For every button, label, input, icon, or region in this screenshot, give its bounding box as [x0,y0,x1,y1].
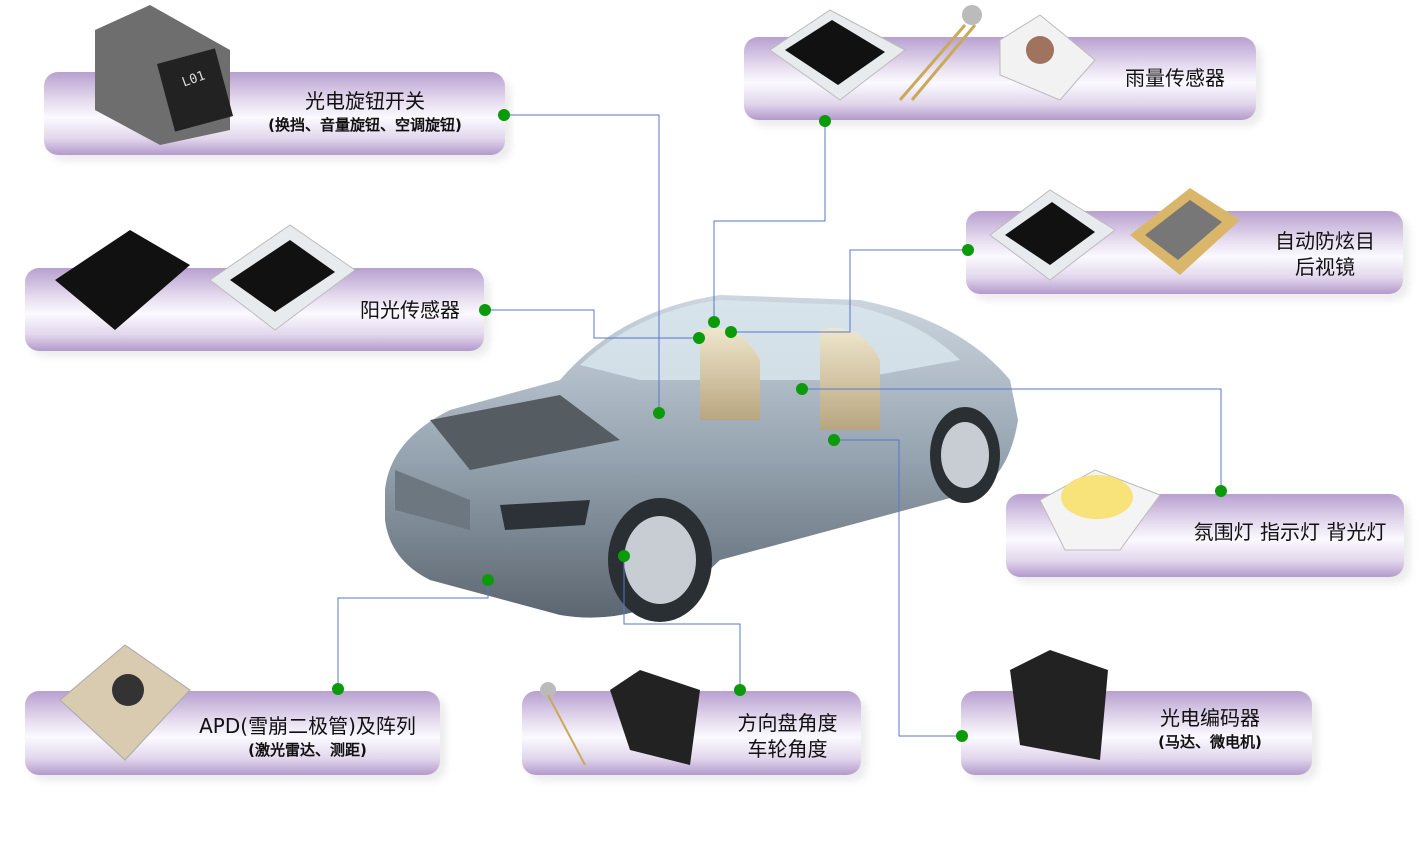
steering-sensor-component-images [540,670,700,766]
label-rotary-switch: 光电旋钮开关 (换挡、音量旋钮、空调旋钮) [230,88,500,136]
lighting-title: 氛围灯 指示灯 背光灯 [1193,520,1387,544]
sun-sensor-component-images [55,224,356,331]
label-mirror: 自动防炫目 后视镜 [1255,228,1395,280]
steering-title: 方向盘角度 [737,711,838,735]
encoder-component-image [1010,650,1108,760]
apd-title: APD(雪崩二极管)及阵列 [199,714,416,738]
rain-sensor-title: 雨量传感器 [1125,66,1225,90]
mirror-title: 自动防炫目 [1275,229,1375,253]
led-component-image [1039,469,1161,551]
rain-sensor-component-images [769,5,1096,101]
steering-title-line2: 车轮角度 [747,737,828,761]
apd-component-image [59,644,191,761]
label-sun-sensor: 阳光传感器 [345,297,475,323]
label-steering: 方向盘角度 车轮角度 [720,710,855,762]
mirror-title-line2: 后视镜 [1295,255,1355,279]
apd-subtitle: (激光雷达、测距) [248,741,367,759]
connector-dots [332,109,1227,742]
encoder-subtitle: (马达、微电机) [1158,733,1262,751]
sun-sensor-title: 阳光传感器 [360,298,460,322]
car-illustration [385,295,1018,622]
label-lighting: 氛围灯 指示灯 背光灯 [1175,519,1405,545]
connector-lines [337,114,1222,737]
label-apd: APD(雪崩二极管)及阵列 (激光雷达、测距) [180,713,435,761]
mirror-component-images [989,188,1240,281]
rotary-switch-component-image [95,5,234,145]
encoder-title: 光电编码器 [1160,706,1260,730]
label-rain-sensor: 雨量传感器 [1100,65,1250,91]
label-encoder: 光电编码器 (马达、微电机) [1130,705,1290,753]
rotary-switch-subtitle: (换挡、音量旋钮、空调旋钮) [268,116,462,134]
rotary-switch-title: 光电旋钮开关 [305,89,425,113]
